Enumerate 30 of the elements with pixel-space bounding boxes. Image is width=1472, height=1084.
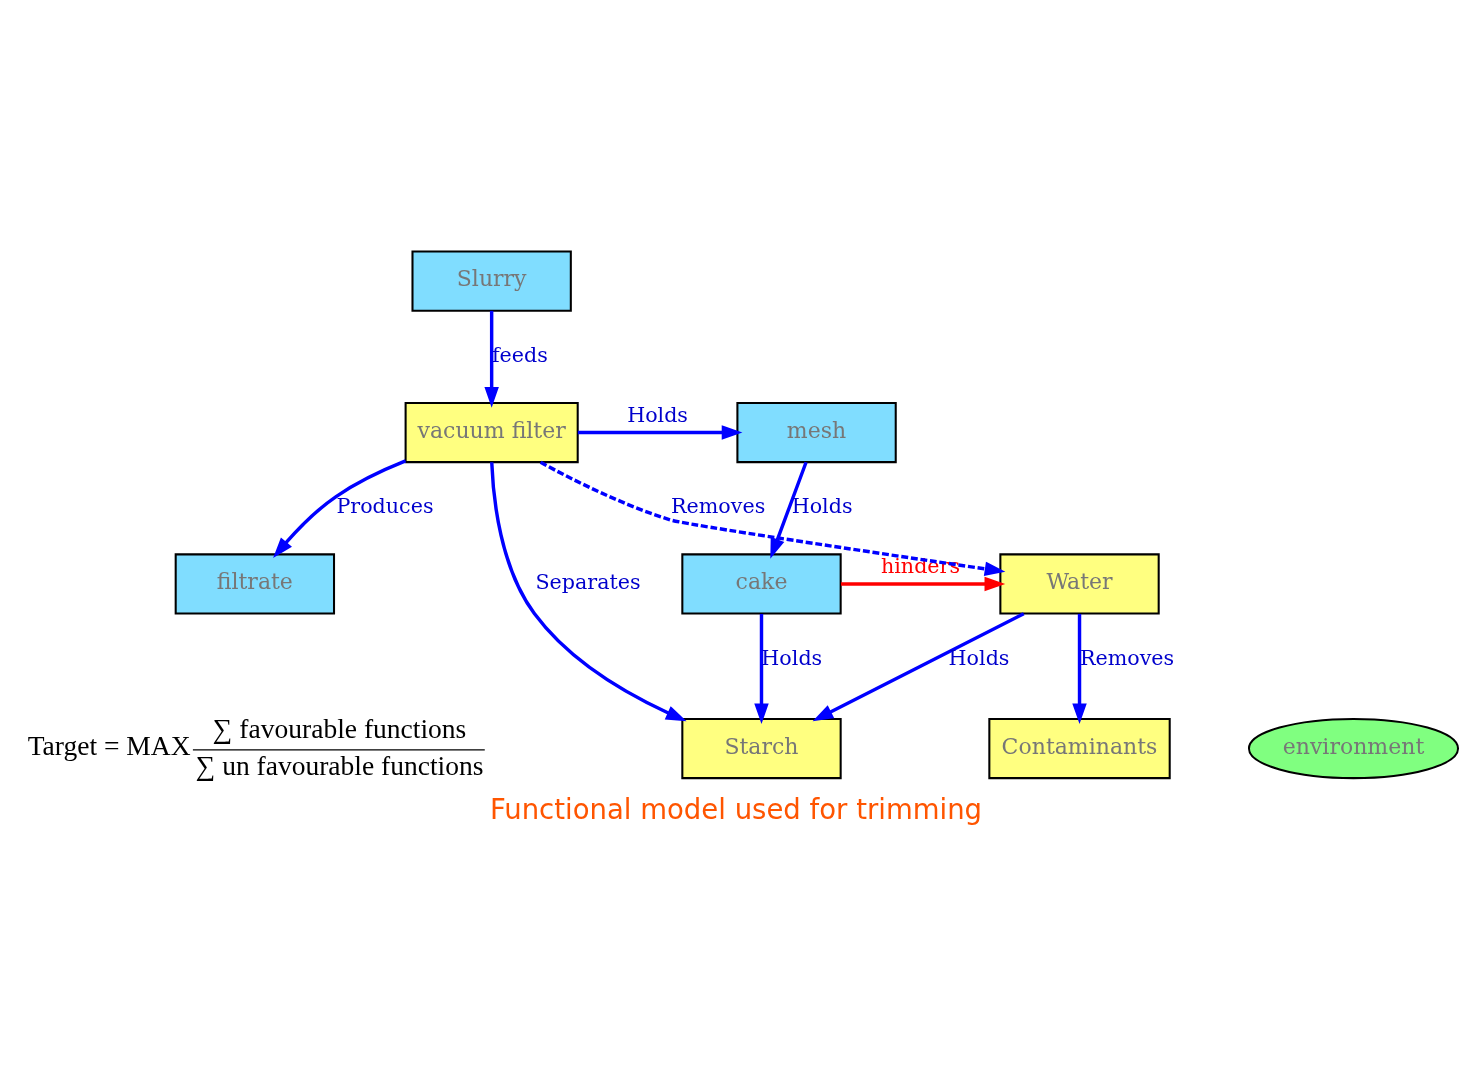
edge-label: Separates [535,569,641,594]
node-box: filtrate [174,553,336,615]
label: ∑ favourable functions [212,712,467,744]
arrow [840,576,1006,592]
arrow [273,459,407,558]
arrow [490,462,687,722]
edge-label: Removes [1079,645,1175,670]
arrow [754,613,769,725]
arrow [484,310,499,408]
arrow [577,425,743,440]
node-box: cake [681,553,842,615]
arrow [812,612,1025,722]
node-box: Contaminants [988,717,1171,780]
edge-label: Produces [336,494,434,519]
node-ellipse: environment [1247,717,1460,780]
edge-label: Holds [627,402,688,427]
label: ∑ un favourable functions [195,749,484,781]
arrow [539,460,1006,576]
edge-label: Holds [791,494,853,519]
node-box: vacuum filter [404,401,579,464]
node-box: Starch [681,717,842,780]
node-box: mesh [736,401,897,464]
arrow [770,461,808,559]
node-box: Water [999,553,1160,615]
edge-label: Holds [948,645,1010,670]
label: Target = MAX [27,730,191,762]
edge-label: Removes [671,494,766,519]
arrow [1072,613,1087,725]
caption: Functional model used for trimming [489,792,983,825]
node-box: Slurry [411,250,572,312]
